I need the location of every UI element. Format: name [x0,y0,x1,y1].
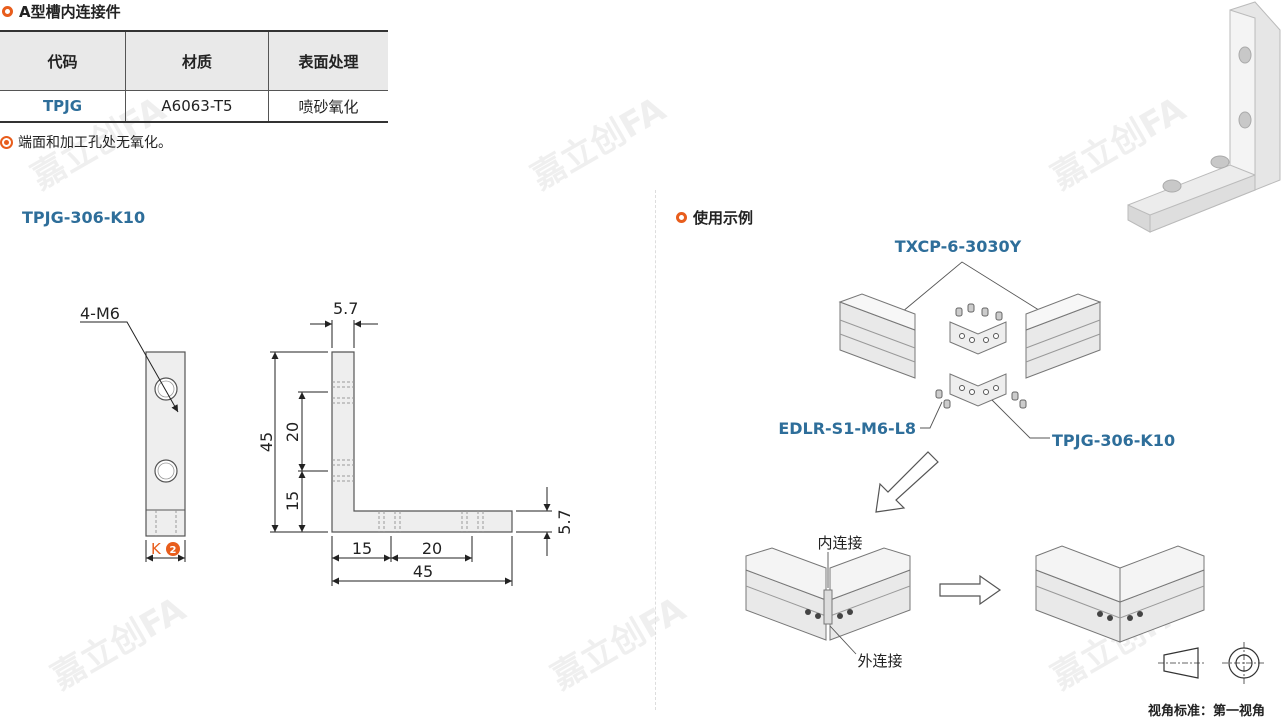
label-inner: 内连接 [817,534,862,552]
example-title: 使用示例 [676,207,753,228]
bracket-3d-image [1127,1,1281,233]
table-header-finish: 表面处理 [268,30,388,91]
table-cell-finish: 喷砂氧化 [268,90,388,123]
profile-left [838,293,916,379]
down-arrow-icon [875,451,939,513]
circle-bullet-icon [676,212,687,223]
dim-height: 45 [257,432,276,452]
circle-bullet-icon [2,6,13,17]
right-arrow-icon [939,574,1002,606]
table-cell-code: TPJG [0,90,126,123]
table-header-row: 代码 材质 表面处理 [0,30,388,91]
assembly-final [1035,545,1205,643]
table-header-code: 代码 [0,30,126,91]
section-title: A型槽内连接件 [2,1,121,22]
bracket-lower [935,373,1027,409]
table-row: TPJG A6063-T5 喷砂氧化 [0,90,388,123]
bracket-upper [949,303,1007,355]
note: 端面和加工孔处无氧化。 [0,132,172,152]
usage-example-diagram: TXCP-6-3030Y EDLR-S1 [745,237,1205,670]
side-view: 4-M6 K 2 [80,304,186,562]
front-view: 5.7 45 20 15 5.7 15 20 45 [257,299,574,586]
dim-bottom-thickness: 5.7 [555,509,574,534]
table-cell-material: A6063-T5 [125,90,269,123]
hole-callout: 4-M6 [80,304,120,323]
dim-hole-spacing-h: 20 [422,539,442,558]
watermark-brand: 嘉立创FA [45,589,193,698]
dim-hole-spacing-v: 20 [283,422,302,442]
k-number: 2 [170,545,177,556]
watermark-brand: 嘉立创FA [545,589,693,698]
first-angle-projection-icon [1158,642,1266,684]
dim-hole-offset-h: 15 [352,539,372,558]
k-label: K [151,540,162,558]
assembly-inner-outer [745,547,911,641]
label-screw: EDLR-S1-M6-L8 [778,419,916,438]
label-profile: TXCP-6-3030Y [895,237,1022,256]
technical-drawing: 4-M6 K 2 5.7 45 [80,299,574,586]
spec-table: 代码 材质 表面处理 TPJG A6063-T5 喷砂氧化 [0,30,388,123]
dim-hole-offset-v: 15 [283,491,302,511]
watermark-brand: 嘉立创FA [525,89,673,198]
label-outer: 外连接 [857,652,902,670]
k-number-badge [166,542,180,556]
target-bullet-icon [0,135,13,149]
label-part: TPJG-306-K10 [1052,431,1175,450]
dim-top-thickness: 5.7 [333,299,358,318]
projection-note: 视角标准：第一视角 [1148,704,1266,719]
dim-width: 45 [413,562,433,581]
table-header-material: 材质 [125,30,269,91]
profile-right [1025,293,1102,379]
divider [655,190,656,710]
part-label: TPJG-306-K10 [22,208,146,227]
